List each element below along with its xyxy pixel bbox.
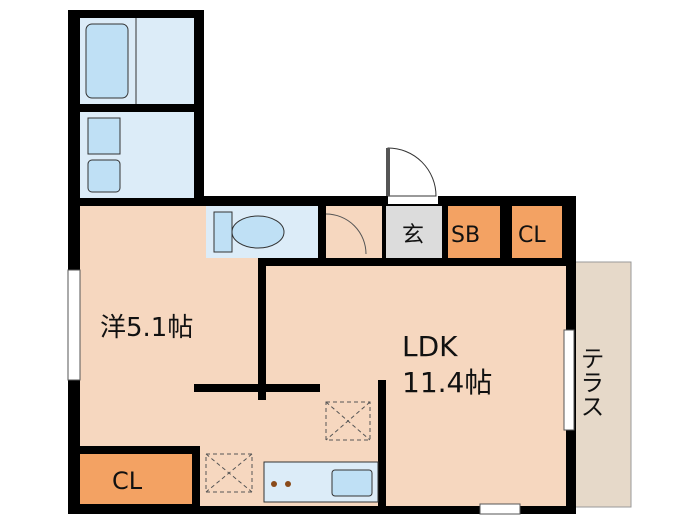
window-right xyxy=(563,329,575,431)
hallway xyxy=(326,206,382,258)
closet-bottom xyxy=(80,454,192,504)
storage-box-left-cross-b xyxy=(205,453,253,493)
entrance-label: 玄 xyxy=(402,223,424,248)
washbasin xyxy=(87,117,121,155)
wall-closet-top xyxy=(80,446,192,454)
wall-bath-wash xyxy=(80,104,194,112)
wall-kitchen-right xyxy=(378,380,386,506)
entrance-door-swing xyxy=(387,147,437,197)
terrace-area xyxy=(573,261,632,508)
entrance-door-leaf xyxy=(386,148,390,196)
washing-machine-pan xyxy=(87,159,121,193)
storage-box-center-cross-b xyxy=(325,401,371,441)
entrance-floor xyxy=(386,206,442,258)
storage-box-left xyxy=(205,453,253,493)
bathtub xyxy=(85,23,129,99)
ldk-label-line2: 11.4帖 xyxy=(402,366,492,399)
toilet-tank xyxy=(213,211,233,253)
closet-bottom-label: CL xyxy=(112,467,143,495)
window-bottom xyxy=(479,503,521,515)
ldk-label-line1: LDK xyxy=(402,330,458,363)
closet-top xyxy=(512,206,562,258)
shoe-box-label: SB xyxy=(451,223,480,248)
kitchen-sink xyxy=(331,469,373,497)
stove-burner-left-icon xyxy=(271,481,277,487)
terrace-label: テラス xyxy=(576,346,604,418)
wall-kitchen-partition xyxy=(194,384,320,392)
western-room-label: 洋5.1帖 xyxy=(100,313,193,343)
toilet-door-swing xyxy=(325,213,367,255)
window-left xyxy=(67,269,81,381)
wall-room-divider xyxy=(258,266,266,382)
stove-burner-right-icon xyxy=(285,481,291,487)
toilet-bowl xyxy=(231,215,285,249)
storage-box-center xyxy=(325,401,371,441)
entrance-door-gap xyxy=(388,194,438,204)
closet-top-label: CL xyxy=(518,223,546,248)
shoe-box xyxy=(448,206,500,258)
